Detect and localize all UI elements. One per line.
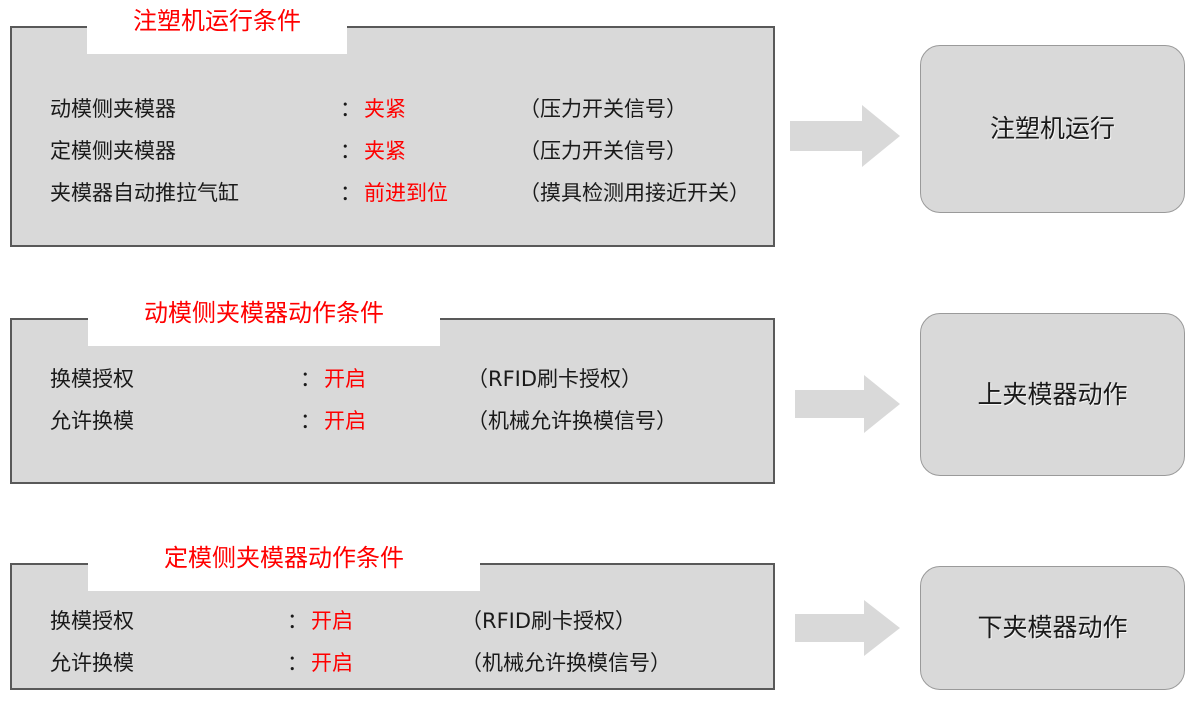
condition-row-colon: ：	[340, 181, 361, 205]
condition-row: 夹模器自动推拉气缸 ： 前进到位 （摸具检测用接近开关）	[50, 172, 750, 214]
right-arrow-3	[795, 600, 900, 656]
condition-row-label: 换模授权	[50, 367, 134, 391]
result-box-fixed-side-clamp: 下夹模器动作	[920, 566, 1185, 690]
condition-row-note: （RFID刷卡授权）	[461, 609, 637, 633]
condition-row-note: （摸具检测用接近开关）	[519, 181, 750, 205]
condition-row: 换模授权 ： 开启 （RFID刷卡授权）	[50, 358, 677, 400]
condition-title-label: 定模侧夹模器动作条件	[164, 544, 404, 572]
condition-row-colon: ：	[340, 139, 361, 163]
result-box-injection-machine-run: 注塑机运行	[920, 45, 1185, 213]
condition-row-label: 允许换模	[50, 651, 134, 675]
condition-row-list: 换模授权 ： 开启 （RFID刷卡授权） 允许换模 ： 开启 （机械允许换模信号…	[50, 600, 671, 684]
condition-row-note: （机械允许换模信号）	[461, 651, 671, 675]
condition-row-value: 前进到位	[364, 181, 448, 205]
condition-row: 换模授权 ： 开启 （RFID刷卡授权）	[50, 600, 671, 642]
condition-row: 允许换模 ： 开启 （机械允许换模信号）	[50, 400, 677, 442]
condition-row-colon: ：	[287, 651, 308, 675]
condition-row-note: （压力开关信号）	[519, 97, 687, 121]
condition-row-label: 定模侧夹模器	[50, 139, 176, 163]
condition-row-colon: ：	[340, 97, 361, 121]
condition-group-fixed-side-clamp: 定模侧夹模器动作条件 换模授权 ： 开启 （RFID刷卡授权） 允许换模 ： 开…	[10, 541, 775, 690]
right-arrow-2	[795, 375, 900, 433]
condition-row-note: （压力开关信号）	[519, 139, 687, 163]
condition-panel	[10, 26, 775, 247]
condition-group-injection-machine-run: 注塑机运行条件 动模侧夹模器 ： 夹紧 （压力开关信号） 定模侧夹模器 ： 夹紧…	[10, 4, 775, 247]
condition-row-list: 动模侧夹模器 ： 夹紧 （压力开关信号） 定模侧夹模器 ： 夹紧 （压力开关信号…	[50, 88, 750, 214]
condition-row-colon: ：	[300, 409, 321, 433]
condition-title-label: 动模侧夹模器动作条件	[144, 299, 384, 327]
condition-row-value: 夹紧	[364, 97, 406, 121]
condition-row-label: 允许换模	[50, 409, 134, 433]
condition-group-moving-side-clamp: 动模侧夹模器动作条件 换模授权 ： 开启 （RFID刷卡授权） 允许换模 ： 开…	[10, 296, 775, 484]
right-arrow-1	[790, 105, 900, 167]
condition-title-tab: 注塑机运行条件	[87, 4, 347, 54]
condition-row-colon: ：	[300, 367, 321, 391]
result-box-moving-side-clamp: 上夹模器动作	[920, 313, 1185, 476]
condition-row-value: 开启	[311, 651, 353, 675]
condition-row: 动模侧夹模器 ： 夹紧 （压力开关信号）	[50, 88, 750, 130]
result-box-label: 注塑机运行	[989, 114, 1115, 143]
condition-row-value: 夹紧	[364, 139, 406, 163]
condition-row-label: 换模授权	[50, 609, 134, 633]
condition-row: 允许换模 ： 开启 （机械允许换模信号）	[50, 642, 671, 684]
condition-title-label: 注塑机运行条件	[133, 7, 301, 35]
condition-row-value: 开启	[311, 609, 353, 633]
result-box-label: 上夹模器动作	[977, 379, 1128, 409]
condition-row-note: （机械允许换模信号）	[467, 409, 677, 433]
result-box-label: 下夹模器动作	[977, 613, 1128, 642]
condition-row-label: 动模侧夹模器	[50, 97, 176, 121]
condition-title-tab: 定模侧夹模器动作条件	[88, 541, 480, 591]
condition-row-label: 夹模器自动推拉气缸	[50, 181, 239, 205]
condition-row-note: （RFID刷卡授权）	[467, 367, 643, 391]
condition-row-value: 开启	[324, 409, 366, 433]
condition-title-tab: 动模侧夹模器动作条件	[88, 296, 440, 346]
condition-row-value: 开启	[324, 367, 366, 391]
condition-row-colon: ：	[287, 609, 308, 633]
condition-row-list: 换模授权 ： 开启 （RFID刷卡授权） 允许换模 ： 开启 （机械允许换模信号…	[50, 358, 677, 442]
condition-row: 定模侧夹模器 ： 夹紧 （压力开关信号）	[50, 130, 750, 172]
